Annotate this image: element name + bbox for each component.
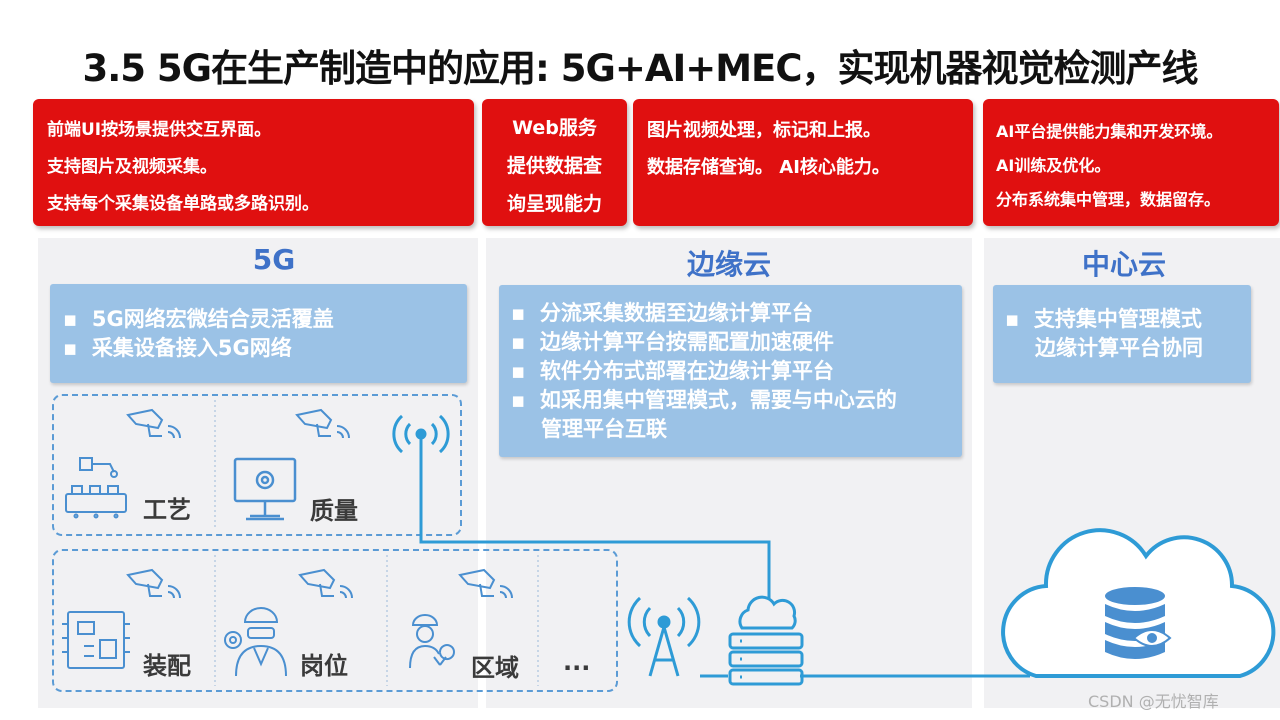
database-eye-icon [1105, 587, 1165, 659]
center-item-text: 支持集中管理模式 [1033, 307, 1202, 331]
red-box-web-line: 提供数据查 [506, 155, 602, 177]
red-box-ai-platform-line: AI训练及优化。 [996, 156, 1111, 175]
scene-label-area: 区域 [471, 654, 519, 682]
red-box-frontend-line: 支持每个采集设备单路或多路识别。 [47, 194, 319, 214]
center-cloud-icon [1001, 528, 1276, 678]
scene-label-station: 岗位 [300, 652, 348, 680]
scene-label-assembly: 装配 [143, 652, 191, 680]
fiveg-item: ▪ 5G网络宏微结合灵活覆盖 [63, 307, 334, 331]
antenna-icon [392, 414, 450, 460]
panel-edge-title: 边缘云 [686, 248, 771, 281]
red-box-web-line: 询呈现能力 [506, 193, 602, 215]
scene-label-process: 工艺 [143, 496, 191, 524]
center-info-box: ▪ 支持集中管理模式 边缘计算平台协同 [993, 285, 1251, 383]
red-box-ai-platform-line: AI平台提供能力集和开发环境。 [996, 122, 1223, 141]
fiveg-info-box: ▪ 5G网络宏微结合灵活覆盖 ▪ 采集设备接入5G网络 [50, 284, 467, 383]
red-box-processing: 图片视频处理，标记和上报。 数据存储查询。 AI核心能力。 [633, 99, 973, 226]
center-item: ▪ 支持集中管理模式 [1005, 307, 1202, 331]
edge-item-text: 管理平台互联 [541, 417, 667, 441]
fiveg-item-text: 5G网络宏微结合灵活覆盖 [91, 307, 334, 331]
circuit-board-icon [62, 611, 130, 669]
fiveg-item-text: 采集设备接入5G网络 [91, 336, 292, 360]
connection-lines [419, 460, 1030, 678]
scene-label-more: ... [563, 648, 591, 676]
edge-item: ▪ 分流采集数据至边缘计算平台 [511, 301, 813, 325]
watermark: CSDN @无忧智库 [1088, 692, 1219, 711]
red-box-web: Web服务 提供数据查 询呈现能力 [482, 99, 627, 226]
page-title: 3.5 5G在生产制造中的应用: 5G+AI+MEC，实现机器视觉检测产线 [82, 47, 1199, 90]
worker-icon [224, 607, 287, 677]
edge-item: ▪ 软件分布式部署在边缘计算平台 [511, 359, 834, 383]
panel-5g-title: 5G [252, 243, 296, 276]
edge-item-text: 软件分布式部署在边缘计算平台 [539, 359, 834, 383]
fiveg-item: ▪ 采集设备接入5G网络 [63, 336, 292, 360]
edge-item-continued: 管理平台互联 [511, 415, 962, 444]
red-box-processing-line: 数据存储查询。 AI核心能力。 [647, 157, 890, 178]
center-item-text: 边缘计算平台协同 [1035, 336, 1203, 360]
camera-icon [126, 408, 513, 599]
edge-item-text: 边缘计算平台按需配置加速硬件 [539, 330, 834, 354]
eye-icon [1132, 629, 1172, 647]
cell-tower-icon [627, 596, 701, 677]
edge-item-text: 如采用集中管理模式，需要与中心云的 [539, 388, 897, 412]
panel-center-title: 中心云 [1081, 248, 1166, 281]
red-box-web-line: Web服务 [512, 117, 597, 139]
red-box-processing-line: 图片视频处理，标记和上报。 [647, 120, 881, 141]
area-person-pin-icon [409, 614, 455, 669]
scene-group-top [52, 394, 462, 536]
red-box-frontend-line: 支持图片及视频采集。 [47, 157, 217, 177]
center-item: 边缘计算平台协同 [1005, 334, 1251, 363]
red-box-ai-platform-line: 分布系统集中管理，数据留存。 [996, 190, 1221, 209]
red-box-frontend-line: 前端UI按场景提供交互界面。 [47, 120, 272, 140]
robot-arm-icon [65, 457, 127, 519]
scene-label-quality: 质量 [310, 497, 358, 525]
edge-info-box: ▪ 分流采集数据至边缘计算平台 ▪ 边缘计算平台按需配置加速硬件 ▪ 软件分布式… [499, 285, 962, 457]
red-box-frontend: 前端UI按场景提供交互界面。 支持图片及视频采集。 支持每个采集设备单路或多路识… [33, 99, 474, 226]
monitor-gear-icon [233, 457, 297, 521]
red-box-ai-platform: AI平台提供能力集和开发环境。 AI训练及优化。 分布系统集中管理，数据留存。 [983, 99, 1279, 226]
edge-item-text: 分流采集数据至边缘计算平台 [539, 301, 813, 325]
edge-server-icon [728, 595, 804, 686]
edge-item: ▪ 边缘计算平台按需配置加速硬件 [511, 330, 834, 354]
scene-group-bottom [52, 549, 618, 692]
edge-item: ▪ 如采用集中管理模式，需要与中心云的 [511, 388, 897, 412]
